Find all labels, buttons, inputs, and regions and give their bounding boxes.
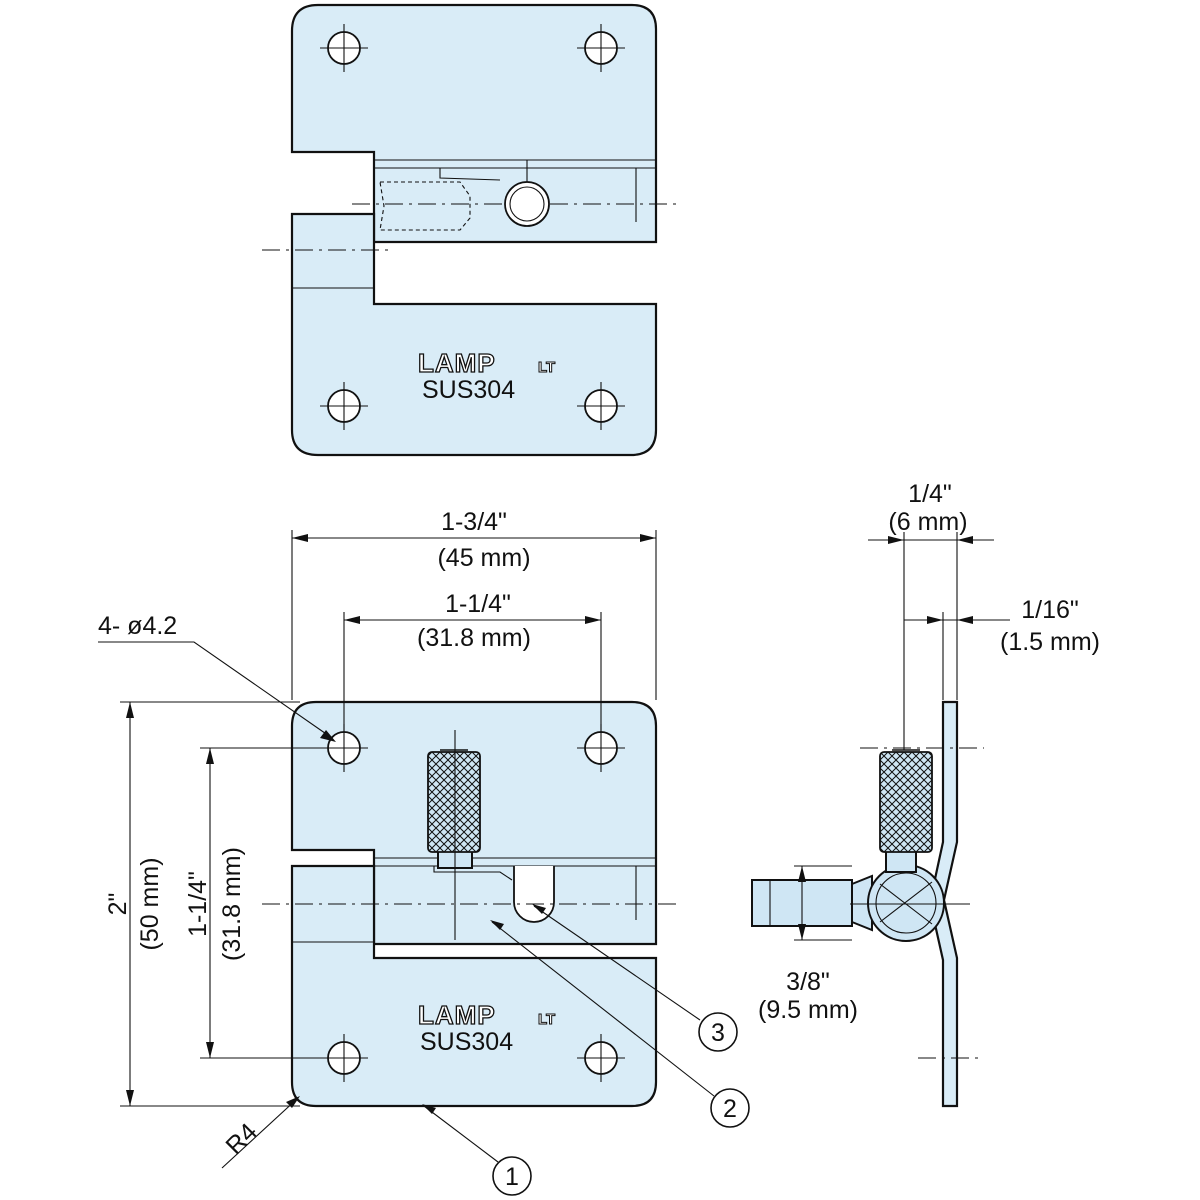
dim-thickness-mm: (6 mm) — [888, 508, 967, 536]
material-top: SUS304 — [422, 376, 515, 404]
logo-top: LAMP — [418, 348, 496, 378]
dim-holes: 4- ø4.2 — [98, 612, 177, 640]
knurled-knob-front — [427, 730, 481, 940]
pin-slot-front — [513, 866, 555, 923]
front-view-lower-leaf — [290, 864, 658, 1108]
dim-pin-in: 3/8" — [786, 968, 830, 996]
logo-front: LAMP — [418, 1000, 496, 1030]
balloon-2-label: 2 — [723, 1095, 737, 1123]
logo-suffix-top: LT — [538, 359, 555, 376]
dim-width-mm: (45 mm) — [437, 544, 530, 572]
side-view-pin — [751, 874, 873, 932]
side-view-barrel — [867, 864, 945, 942]
balloon-1-label: 1 — [505, 1163, 519, 1191]
mount-hole-top-bl — [320, 382, 368, 430]
pin-hole-top — [504, 181, 550, 227]
knurled-knob-side — [879, 749, 933, 873]
mount-hole-top-br — [577, 382, 625, 430]
balloon-3-label: 3 — [711, 1019, 725, 1047]
dim-height-mm: (50 mm) — [136, 857, 164, 950]
dim-vpitch-in: 1-1/4" — [184, 871, 212, 937]
dim-height-in: 2" — [104, 893, 132, 916]
side-view: 1/4" (6 mm) 1/16" (1.5 mm) 3/8" (9.5 mm) — [751, 480, 1100, 1108]
top-view-lower-leaf — [290, 212, 658, 457]
material-front: SUS304 — [420, 1028, 513, 1056]
dim-vpitch-mm: (31.8 mm) — [218, 847, 246, 961]
logo-suffix-front: LT — [538, 1011, 555, 1028]
dim-pin-mm: (9.5 mm) — [758, 996, 858, 1024]
part-balloons: 3 2 1 — [422, 904, 750, 1196]
dim-plate-mm: (1.5 mm) — [1000, 628, 1100, 656]
mount-hole-top-tr — [577, 24, 625, 72]
front-view: LAMP LT SUS304 — [262, 700, 676, 1108]
balloon-3 — [698, 1012, 738, 1052]
balloon-2 — [710, 1088, 750, 1128]
dim-pitch-in: 1-1/4" — [445, 590, 511, 618]
dim-width-in: 1-3/4" — [441, 508, 507, 536]
mount-hole-front-br — [577, 1034, 625, 1082]
dim-pitch-mm: (31.8 mm) — [417, 624, 531, 652]
mount-hole-top-tl — [320, 24, 368, 72]
dim-radius: R4 — [220, 1118, 262, 1160]
dim-thickness-in: 1/4" — [908, 480, 952, 508]
balloon-1 — [492, 1156, 532, 1196]
top-view: LAMP LT SUS304 — [262, 3, 676, 457]
dim-plate-in: 1/16" — [1021, 596, 1079, 624]
